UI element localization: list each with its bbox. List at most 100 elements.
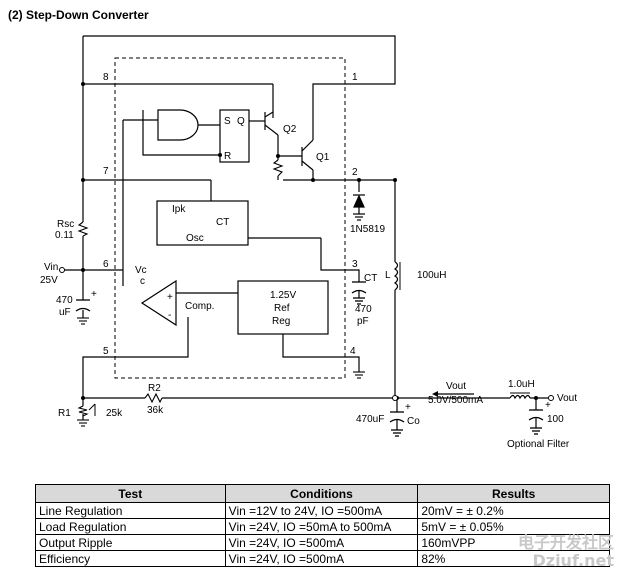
filter-cap-value: 100: [547, 414, 564, 425]
cin-ground-icon: [77, 317, 89, 325]
pin-2: 2: [352, 167, 358, 178]
r2-resistor: [144, 392, 163, 404]
cell-conditions: Vin =24V, IO =50mA to 500mA: [224, 518, 419, 535]
pin4-ground-icon: [353, 371, 365, 379]
comp-plus: +: [167, 292, 173, 303]
wiring: [62, 35, 548, 430]
rsc-resistor: [77, 221, 89, 237]
pin-4: 4: [350, 346, 356, 357]
ref-voltage-label: 1.25V: [270, 290, 296, 301]
inductor-icon: [393, 261, 399, 291]
reference-block: [237, 280, 329, 335]
comparator: [140, 279, 177, 327]
and-gate: [157, 109, 199, 141]
diode-icon: [353, 194, 365, 221]
header-test: Test: [35, 484, 226, 503]
sr-latch: [219, 109, 250, 163]
header-conditions: Conditions: [224, 484, 419, 503]
q1-label: Q1: [316, 152, 330, 163]
comp-label: Comp.: [185, 301, 214, 312]
transistor-q1: [278, 139, 314, 171]
cell-conditions: Vin =24V, IO =500mA: [224, 550, 419, 567]
cell-conditions: Vin =12V to 24V, IO =500mA: [224, 502, 419, 519]
section-title: (2) Step-Down Converter: [8, 8, 149, 22]
rsc-value: 0.11: [55, 230, 74, 241]
ct-capacitor: [351, 281, 367, 305]
q2-label: Q2: [283, 124, 297, 135]
filter-label: Optional Filter: [507, 439, 570, 450]
osc-name-label: Osc: [186, 233, 204, 244]
cin-unit: uF: [59, 307, 71, 318]
pin-1: 1: [352, 72, 358, 83]
filter-vout-label: Vout: [557, 393, 577, 404]
r1-label: R1: [58, 408, 71, 419]
cell-conditions: Vin =24V, IO =500mA: [224, 534, 419, 551]
filter-inductor-icon: [509, 394, 531, 400]
diode-label: 1N5819: [350, 224, 385, 235]
base-resistor: [272, 159, 284, 177]
pin-7: 7: [103, 166, 109, 177]
vin-node: [59, 267, 65, 273]
pin-5: 5: [103, 346, 109, 357]
cin-capacitor: [75, 299, 91, 312]
comp-minus: -: [168, 310, 171, 321]
cell-test: Efficiency: [35, 550, 226, 567]
vc-sub-label: c: [140, 276, 145, 287]
reg-label: Reg: [272, 316, 290, 327]
cell-test: Load Regulation: [35, 518, 226, 535]
cin-plus: +: [91, 289, 97, 300]
table-header-row: Test Conditions Results: [35, 484, 610, 503]
ct-label: CT: [364, 273, 377, 284]
schematic: (2) Step-Down Converter: [8, 8, 577, 450]
ic-boundary: [114, 57, 346, 379]
cout-label: Co: [407, 416, 420, 427]
vout-label: Vout: [446, 381, 466, 392]
vout-value: 5.0V/500mA: [428, 395, 483, 406]
vc-label: Vc: [135, 265, 147, 276]
osc-ipk-label: Ipk: [172, 204, 186, 215]
pin-6: 6: [103, 259, 109, 270]
vout-node: [392, 395, 398, 401]
transistor-q2: [264, 111, 279, 136]
r2-value: 36k: [147, 405, 164, 416]
inductor-value: 100uH: [417, 270, 446, 281]
cin-value: 470: [56, 295, 73, 306]
pin-8: 8: [103, 72, 109, 83]
oscillator-block: [156, 200, 249, 246]
filter-capacitor: [528, 409, 544, 435]
spec-table: Test Conditions Results Line Regulation …: [35, 484, 610, 567]
latch-r-label: R: [224, 151, 231, 162]
osc-ct-label: CT: [216, 217, 229, 228]
junction-dots: [81, 82, 538, 400]
cout-capacitor: [389, 411, 405, 437]
cell-test: Line Regulation: [35, 502, 226, 519]
watermark: 电子开发社区 Dziuf.net: [518, 534, 614, 570]
latch-s-label: S: [224, 116, 231, 127]
pin-3: 3: [352, 259, 358, 270]
watermark-line-2: Dziuf.net: [532, 551, 614, 570]
cout-plus: +: [405, 402, 411, 413]
r1-value: 25k: [106, 408, 123, 419]
r2-label: R2: [148, 383, 161, 394]
inductor-label: L: [385, 270, 391, 281]
table-row: Efficiency Vin =24V, IO =500mA 82%: [35, 550, 610, 567]
watermark-line-1: 电子开发社区: [517, 533, 614, 552]
table-row: Line Regulation Vin =12V to 24V, IO =500…: [35, 502, 610, 519]
vin-value: 25V: [40, 275, 58, 286]
cell-results: 20mV = ± 0.2%: [417, 502, 610, 519]
vout-arrow-icon: [432, 391, 438, 397]
filter-inductor-value: 1.0uH: [508, 379, 535, 390]
cell-test: Output Ripple: [35, 534, 226, 551]
cout-value: 470uF: [356, 414, 384, 425]
cell-results: 82%: [417, 550, 610, 567]
filter-cap-plus: +: [545, 400, 551, 411]
header-results: Results: [417, 484, 610, 503]
ct-value: 470: [355, 304, 372, 315]
rsc-label: Rsc: [57, 219, 74, 230]
r1-ground-icon: [77, 419, 89, 427]
r1-resistor: [77, 405, 89, 417]
filtered-vout-node: [548, 395, 554, 401]
ct-unit: pF: [357, 316, 369, 327]
ref-label: Ref: [274, 303, 290, 314]
vin-label: Vin: [44, 262, 58, 273]
